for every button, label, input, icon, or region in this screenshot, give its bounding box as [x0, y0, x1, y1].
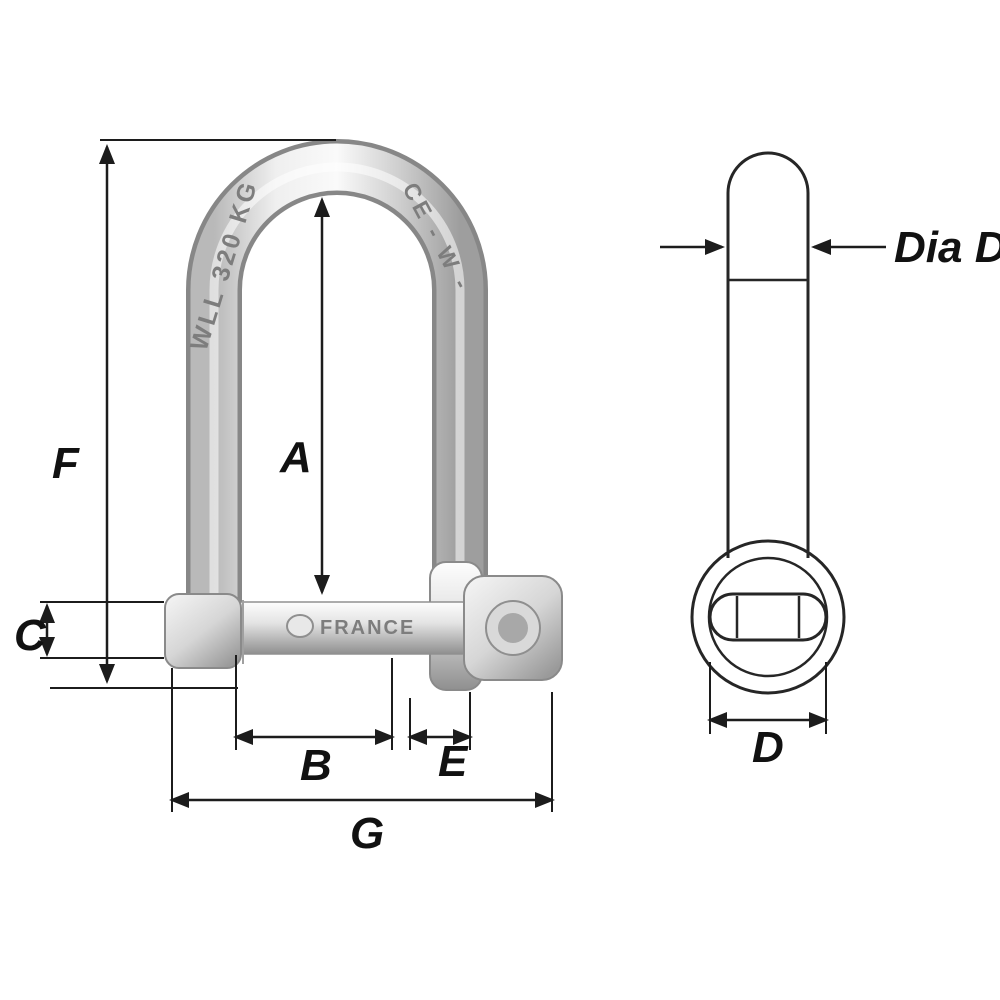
dim-B-label: B: [300, 741, 332, 790]
pin-head-hole-inner: [498, 613, 528, 643]
dimension-G: G: [169, 668, 555, 858]
brand-logo-icon: [286, 614, 314, 638]
dimension-F: F: [50, 139, 336, 689]
dim-E-label: E: [438, 737, 469, 786]
dimension-C: C: [14, 601, 164, 660]
dimension-D: D: [707, 662, 829, 772]
pin-brand-marking: FRANCE: [320, 617, 415, 639]
dimension-dia-D: Dia D: [660, 223, 1000, 272]
dim-G-label: G: [350, 809, 384, 858]
dim-C-label: C: [14, 611, 47, 660]
side-eye-outer: [690, 539, 846, 695]
left-collar: [164, 593, 242, 669]
dim-D-label: D: [752, 723, 784, 772]
side-view: Dia D D: [660, 151, 1000, 772]
front-view: WLL 320 KG CE - W - FRANCE F: [14, 139, 563, 858]
dimension-E: E: [407, 692, 473, 786]
dia-D-label: Dia D: [894, 223, 1000, 272]
bow-highlight: [209, 162, 465, 620]
dimension-B: B: [233, 655, 395, 790]
dim-A-label: A: [279, 433, 312, 482]
dim-F-label: F: [52, 439, 80, 488]
side-bow-profile: [726, 151, 810, 558]
side-pin: [708, 592, 828, 642]
dimension-A: A: [279, 197, 330, 595]
shackle-bow: [186, 139, 488, 620]
shackle-pin: FRANCE: [164, 575, 563, 681]
